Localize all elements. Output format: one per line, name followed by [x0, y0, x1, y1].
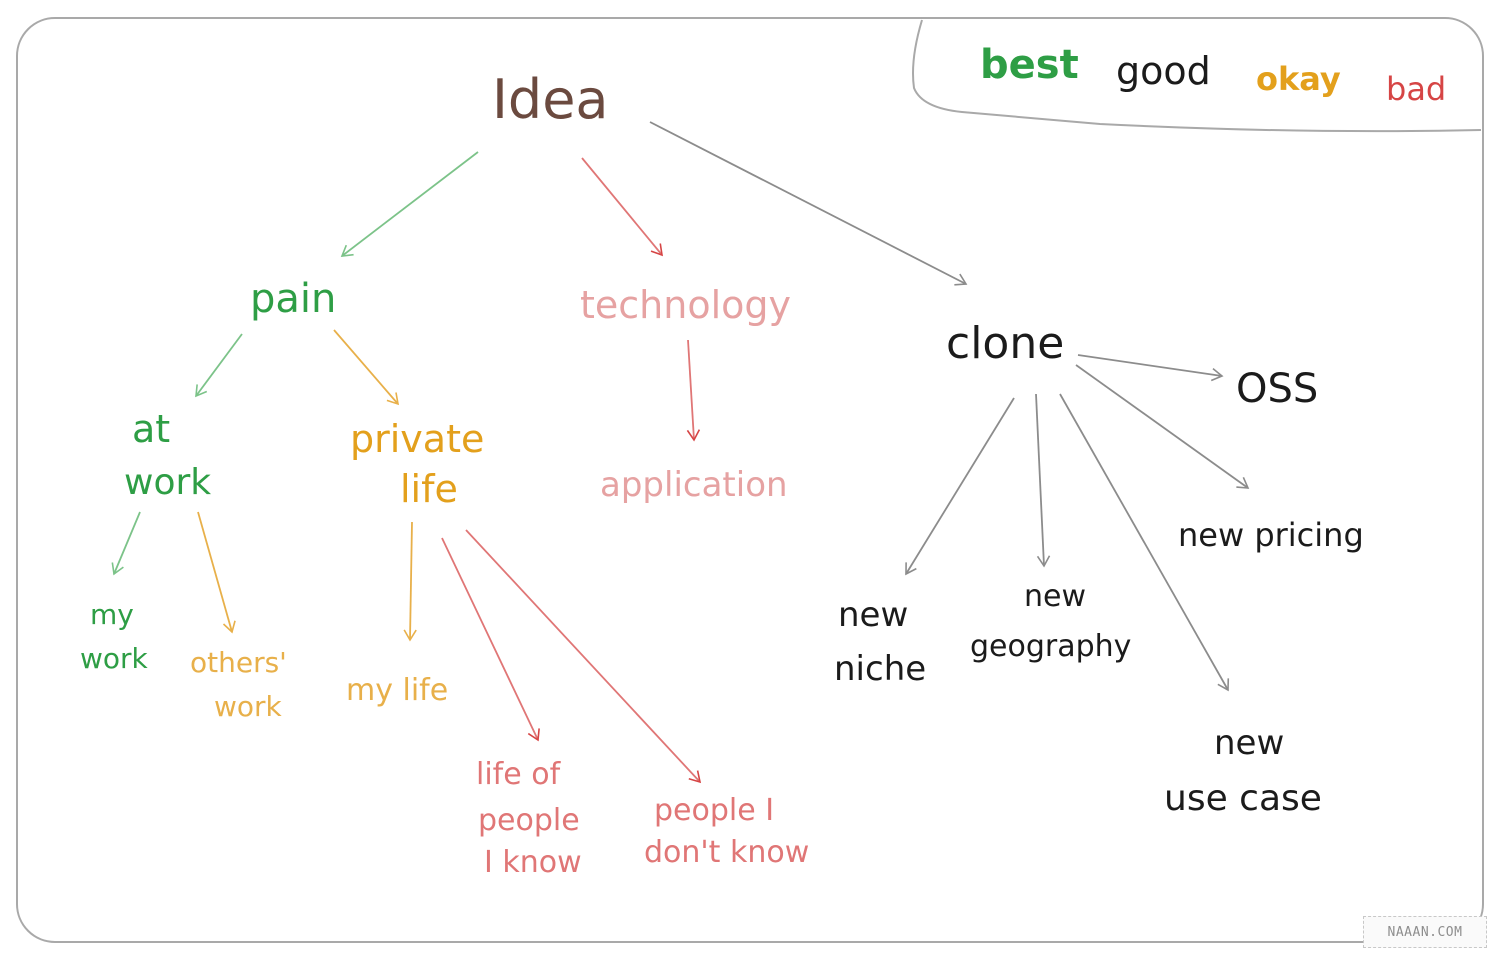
node-my-life: my life: [346, 673, 448, 708]
edge-private-life-people-i-know: [441, 537, 540, 742]
node-clone: clone: [946, 318, 1064, 369]
node-at-work-line1: at: [132, 407, 170, 451]
edge-idea-technology: [581, 157, 663, 257]
edge-pain-private-life: [333, 329, 400, 406]
node-people-i-dont-know-line2: don't know: [644, 835, 809, 870]
node-new-use-case-line1: new: [1214, 723, 1284, 763]
legend-good: good: [1116, 49, 1211, 93]
node-new-geography-line1: new: [1024, 579, 1086, 614]
node-my-work-line2: work: [80, 642, 149, 675]
node-private-life-line1: private: [350, 417, 484, 461]
node-new-niche-line2: niche: [834, 649, 926, 689]
edge-private-life-people-i-dont-know: [465, 529, 702, 784]
node-private-life-line2: life: [400, 467, 458, 511]
node-new-pricing: new pricing: [1178, 516, 1364, 554]
edge-pain-at-work: [195, 333, 243, 398]
edge-at-work-my-work: [111, 511, 141, 576]
edge-idea-clone: [649, 121, 968, 286]
edge-clone-new-geography: [1035, 393, 1051, 568]
edge-clone-new-use-case: [1059, 393, 1230, 692]
node-new-geography-line2: geography: [970, 629, 1131, 664]
edge-idea-pain: [340, 151, 479, 257]
edge-clone-oss: [1077, 354, 1224, 382]
edge-technology-application: [686, 339, 701, 442]
node-at-work-line2: work: [124, 462, 211, 503]
legend-bad: bad: [1386, 70, 1446, 108]
node-others-work-line2: work: [214, 690, 283, 723]
node-my-work-line1: my: [90, 598, 134, 631]
node-life-of-people-i-know-line2: people: [478, 803, 580, 838]
legend-box: [912, 19, 1482, 133]
edge-clone-new-niche: [905, 397, 1015, 576]
node-application: application: [600, 465, 788, 505]
node-pain: pain: [250, 276, 336, 322]
node-new-niche-line1: new: [838, 595, 908, 635]
node-technology: technology: [580, 283, 791, 327]
node-life-of-people-i-know-line1: life of: [476, 757, 562, 792]
node-oss: OSS: [1236, 366, 1318, 412]
legend-okay: okay: [1256, 60, 1341, 98]
diagram-frame: [16, 17, 1484, 943]
node-others-work-line1: others': [190, 646, 287, 679]
watermark-label: NAAAN.COM: [1363, 916, 1487, 948]
legend-best: best: [980, 42, 1079, 88]
edge-at-work-others-work: [197, 511, 236, 634]
edge-clone-new-pricing: [1075, 364, 1250, 489]
node-new-use-case-line2: use case: [1164, 778, 1322, 819]
node-people-i-dont-know-line1: people I: [654, 793, 774, 828]
node-idea: Idea: [492, 68, 609, 131]
node-life-of-people-i-know-line3: I know: [484, 845, 582, 880]
edge-private-life-my-life: [403, 521, 417, 642]
